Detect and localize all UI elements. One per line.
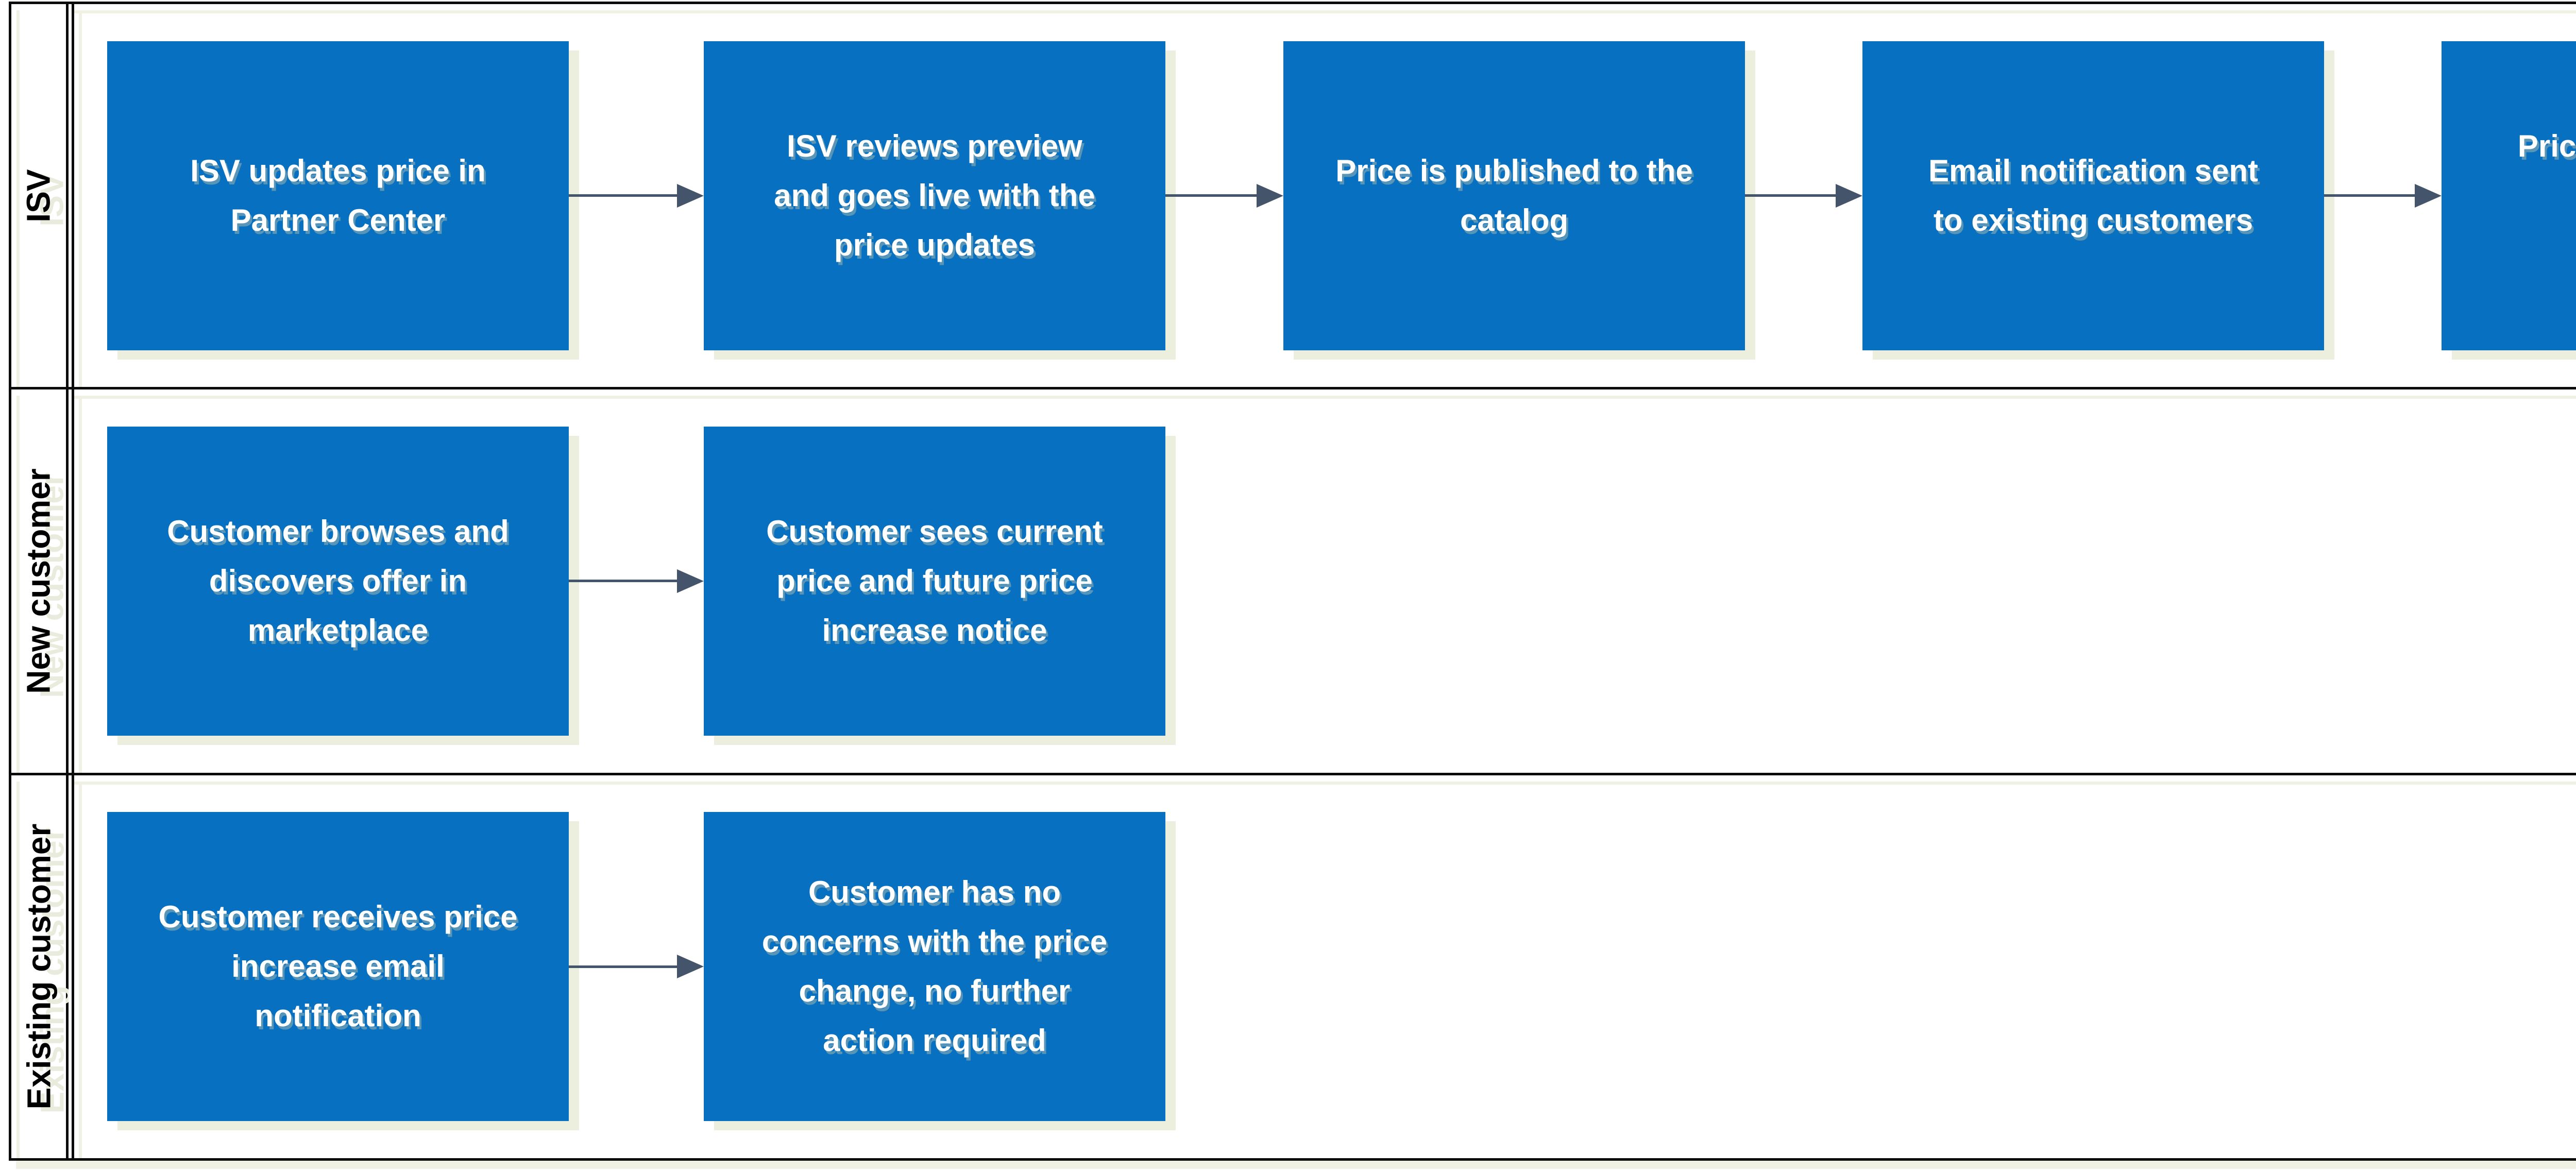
arrow-shaft [1165,194,1257,197]
lane-header-existing-customer: Existing customer [11,775,69,1159]
flow-arrow [569,183,704,208]
flow-arrow [569,955,704,979]
lane-content-new-customer: Customer browses and discovers offer in … [74,389,2576,773]
process-step: Customer receives price increase email n… [107,812,569,1122]
process-step: ISV reviews preview and goes live with t… [704,41,1165,350]
process-step: Price increase notice displayed on marke… [2442,41,2576,350]
lane-label: New customer [20,468,57,694]
arrow-shaft [1745,194,1836,197]
process-step-label: Email notification sent to existing cust… [1928,153,2259,238]
arrow-shaft [569,194,677,197]
flow-arrow [1745,183,1862,208]
process-step: Email notification sent to existing cust… [1862,41,2324,350]
flow-arrow [569,569,704,593]
arrow-shaft [569,580,677,583]
process-step-label: Customer receives price increase email n… [158,900,518,1033]
process-step: Price is published to the catalog [1283,41,1745,350]
lane-divider-double-line [69,4,74,387]
process-step-label: Customer browses and discovers offer in … [167,514,509,648]
process-step: Customer browses and discovers offer in … [107,426,569,736]
lane-divider-double-line [69,775,74,1158]
arrowhead-icon [677,955,704,979]
swimlane-existing-customer: Existing customer Customer receives pric… [11,775,2576,1159]
process-step: ISV updates price in Partner Center [107,41,569,350]
lane-content-isv: ISV updates price in Partner Center ISV … [74,4,2576,387]
process-step-label: Customer sees current price and future p… [766,514,1103,648]
flow-arrow [1165,183,1283,208]
lane-content-existing-customer: Customer receives price increase email n… [74,775,2576,1159]
process-step-label: Price increase notice displayed on marke… [2517,128,2576,163]
arrowhead-icon [677,183,704,208]
lane-label: ISV [20,169,57,223]
process-step-label: ISV updates price in Partner Center [190,153,486,238]
arrow-shaft [569,965,677,968]
swimlane-isv: ISV ISV updates price in Partner Center … [11,4,2576,390]
lane-label: Existing customer [20,823,57,1110]
arrowhead-icon [1836,183,1862,208]
arrowhead-icon [677,569,704,593]
lane-divider-double-line [69,389,74,773]
arrowhead-icon [2415,183,2442,208]
diagram-frame: ISV ISV updates price in Partner Center … [9,2,2576,1161]
process-step-label: ISV reviews preview and goes live with t… [774,128,1095,262]
arrow-shaft [2324,194,2415,197]
flow-arrow [2324,183,2442,208]
process-step-label: Customer has no concerns with the price … [761,875,1108,1058]
process-step-label: Price is published to the catalog [1335,153,1693,238]
process-step: Customer has no concerns with the price … [704,812,1165,1122]
lane-header-new-customer: New customer [11,389,69,773]
process-step: Customer sees current price and future p… [704,426,1165,736]
lane-header-isv: ISV [11,4,69,387]
swimlane-new-customer: New customer Customer browses and discov… [11,389,2576,775]
arrowhead-icon [1257,183,1283,208]
